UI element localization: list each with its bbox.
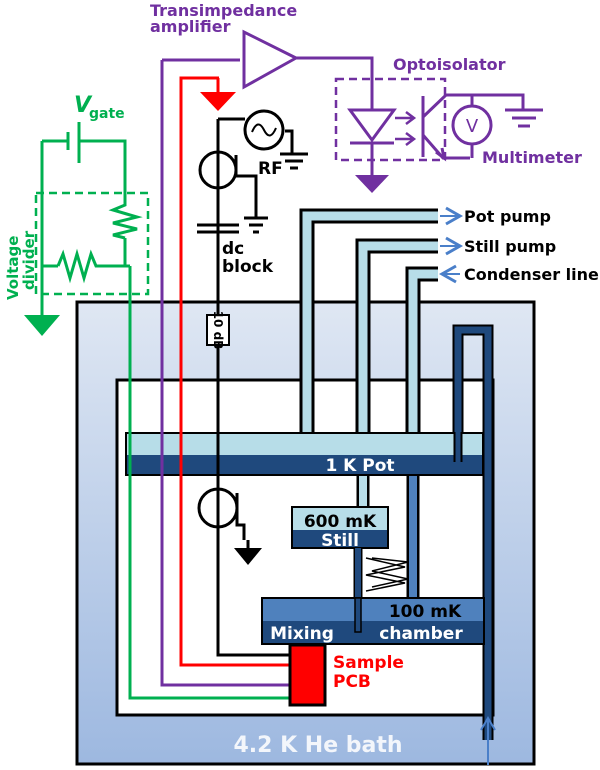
source-line bbox=[179, 76, 290, 667]
light-arrows-icon bbox=[395, 111, 417, 146]
transimpedance-amplifier-icon bbox=[242, 29, 300, 90]
pot-pump-label: Pot pump bbox=[464, 207, 551, 226]
lower-ground-icon bbox=[234, 548, 262, 565]
sample-label: Sample bbox=[333, 653, 404, 673]
led-icon bbox=[347, 108, 397, 178]
still-temp-label: 600 mK bbox=[304, 512, 377, 532]
still-label: Still bbox=[321, 531, 359, 551]
optoisolator-box bbox=[334, 77, 447, 162]
attenuator bbox=[206, 314, 230, 346]
phototransistor-icon bbox=[421, 93, 525, 162]
vgate-label: V bbox=[74, 93, 93, 118]
optoisolator-label: Optoisolator bbox=[393, 55, 506, 74]
chamber-label: chamber bbox=[379, 624, 463, 644]
voltmeter-symbol: V bbox=[466, 116, 479, 137]
block-label: block bbox=[222, 257, 274, 277]
gate-ground-icon bbox=[24, 315, 60, 336]
drain-line bbox=[160, 60, 290, 687]
vgate-subscript: gate bbox=[89, 106, 125, 122]
pcb-label: PCB bbox=[333, 672, 371, 692]
source-ground-icon bbox=[200, 92, 236, 111]
still-pump-label: Still pump bbox=[464, 237, 556, 256]
voltage-divider-box bbox=[34, 191, 150, 296]
one-k-pot: 1 K Pot bbox=[125, 432, 484, 476]
one-k-pot-label: 1 K Pot bbox=[325, 456, 394, 476]
transimpedance-label: Transimpedance bbox=[150, 1, 297, 20]
multimeter-ground-icon bbox=[505, 108, 543, 128]
gate-line bbox=[40, 139, 290, 700]
resistor-horizontal-icon bbox=[56, 248, 100, 284]
coupler-ground-icon bbox=[244, 205, 268, 234]
attenuator-label: 10 dB bbox=[211, 311, 225, 350]
mixing-chamber: 100 mK Mixing chamber bbox=[261, 597, 485, 645]
still-pump-line bbox=[355, 238, 438, 432]
resistor-vertical-icon bbox=[108, 200, 143, 240]
pot-pump-line bbox=[299, 208, 438, 432]
rf-ground-icon bbox=[280, 152, 308, 170]
led-ground-icon bbox=[355, 175, 389, 193]
dc-label: dc bbox=[222, 239, 244, 259]
mixing-label: Mixing bbox=[270, 624, 334, 644]
condenser-line-label: Condenser line bbox=[464, 265, 599, 284]
divider-label: divider bbox=[20, 230, 38, 290]
condenser-line bbox=[405, 266, 438, 432]
still: 600 mK Still bbox=[291, 506, 389, 551]
rf-label: RF bbox=[258, 159, 283, 179]
amplifier-label: amplifier bbox=[150, 17, 231, 36]
mc-temp-label: 100 mK bbox=[389, 602, 462, 622]
sample-pcb bbox=[288, 643, 327, 707]
multimeter-label: Multimeter bbox=[482, 148, 582, 167]
voltage-label: Voltage bbox=[4, 236, 22, 300]
vgate-battery-icon bbox=[66, 122, 81, 163]
he-bath-label: 4.2 K He bath bbox=[233, 733, 402, 758]
heat-exchanger bbox=[365, 557, 409, 592]
